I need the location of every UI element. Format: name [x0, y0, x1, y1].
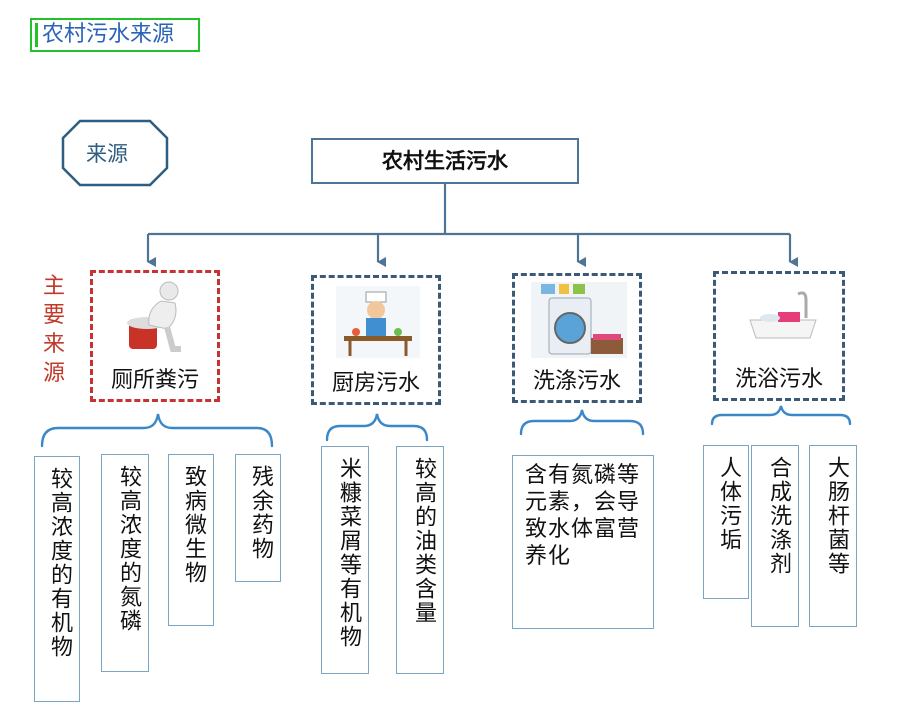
category-toilet: 厕所粪污 — [90, 270, 220, 402]
leaf-item: 致病微生物 — [168, 454, 214, 626]
toilet-person-icon — [127, 281, 181, 352]
category-label: 洗涤污水 — [532, 369, 621, 394]
leaf-item: 大肠杆菌等 — [809, 445, 857, 627]
leaf-item: 人体污垢 — [703, 445, 749, 599]
washing-machine-icon — [531, 282, 627, 358]
page-heading: 农村污水来源 — [30, 18, 200, 52]
leaf-item: 较高浓度的有机物 — [34, 456, 80, 702]
source-octagon — [61, 119, 169, 187]
category-label: 洗浴污水 — [734, 367, 823, 392]
category-bath: 洗浴污水 — [713, 271, 845, 401]
root-node: 农村生活污水 — [311, 138, 579, 184]
leaf-item: 较高的油类含量 — [396, 446, 444, 674]
category-label: 厕所粪污 — [110, 368, 199, 393]
category-label: 厨房污水 — [331, 371, 420, 396]
cook-icon — [336, 286, 420, 358]
leaf-item: 米糠菜屑等有机物 — [321, 446, 369, 674]
leaf-item: 较高浓度的氮磷 — [101, 454, 149, 672]
leaf-item: 含有氮磷等元素，会导致水体富营养化 — [512, 455, 654, 629]
bathtub-icon — [749, 291, 817, 339]
main-source-label: 主要来源 — [42, 274, 65, 386]
leaf-item: 合成洗涤剂 — [751, 445, 799, 627]
category-laundry: 洗涤污水 — [512, 273, 642, 403]
source-label: 来源 — [86, 142, 128, 166]
leaf-item: 残余药物 — [235, 454, 281, 582]
category-kitchen: 厨房污水 — [311, 275, 441, 405]
